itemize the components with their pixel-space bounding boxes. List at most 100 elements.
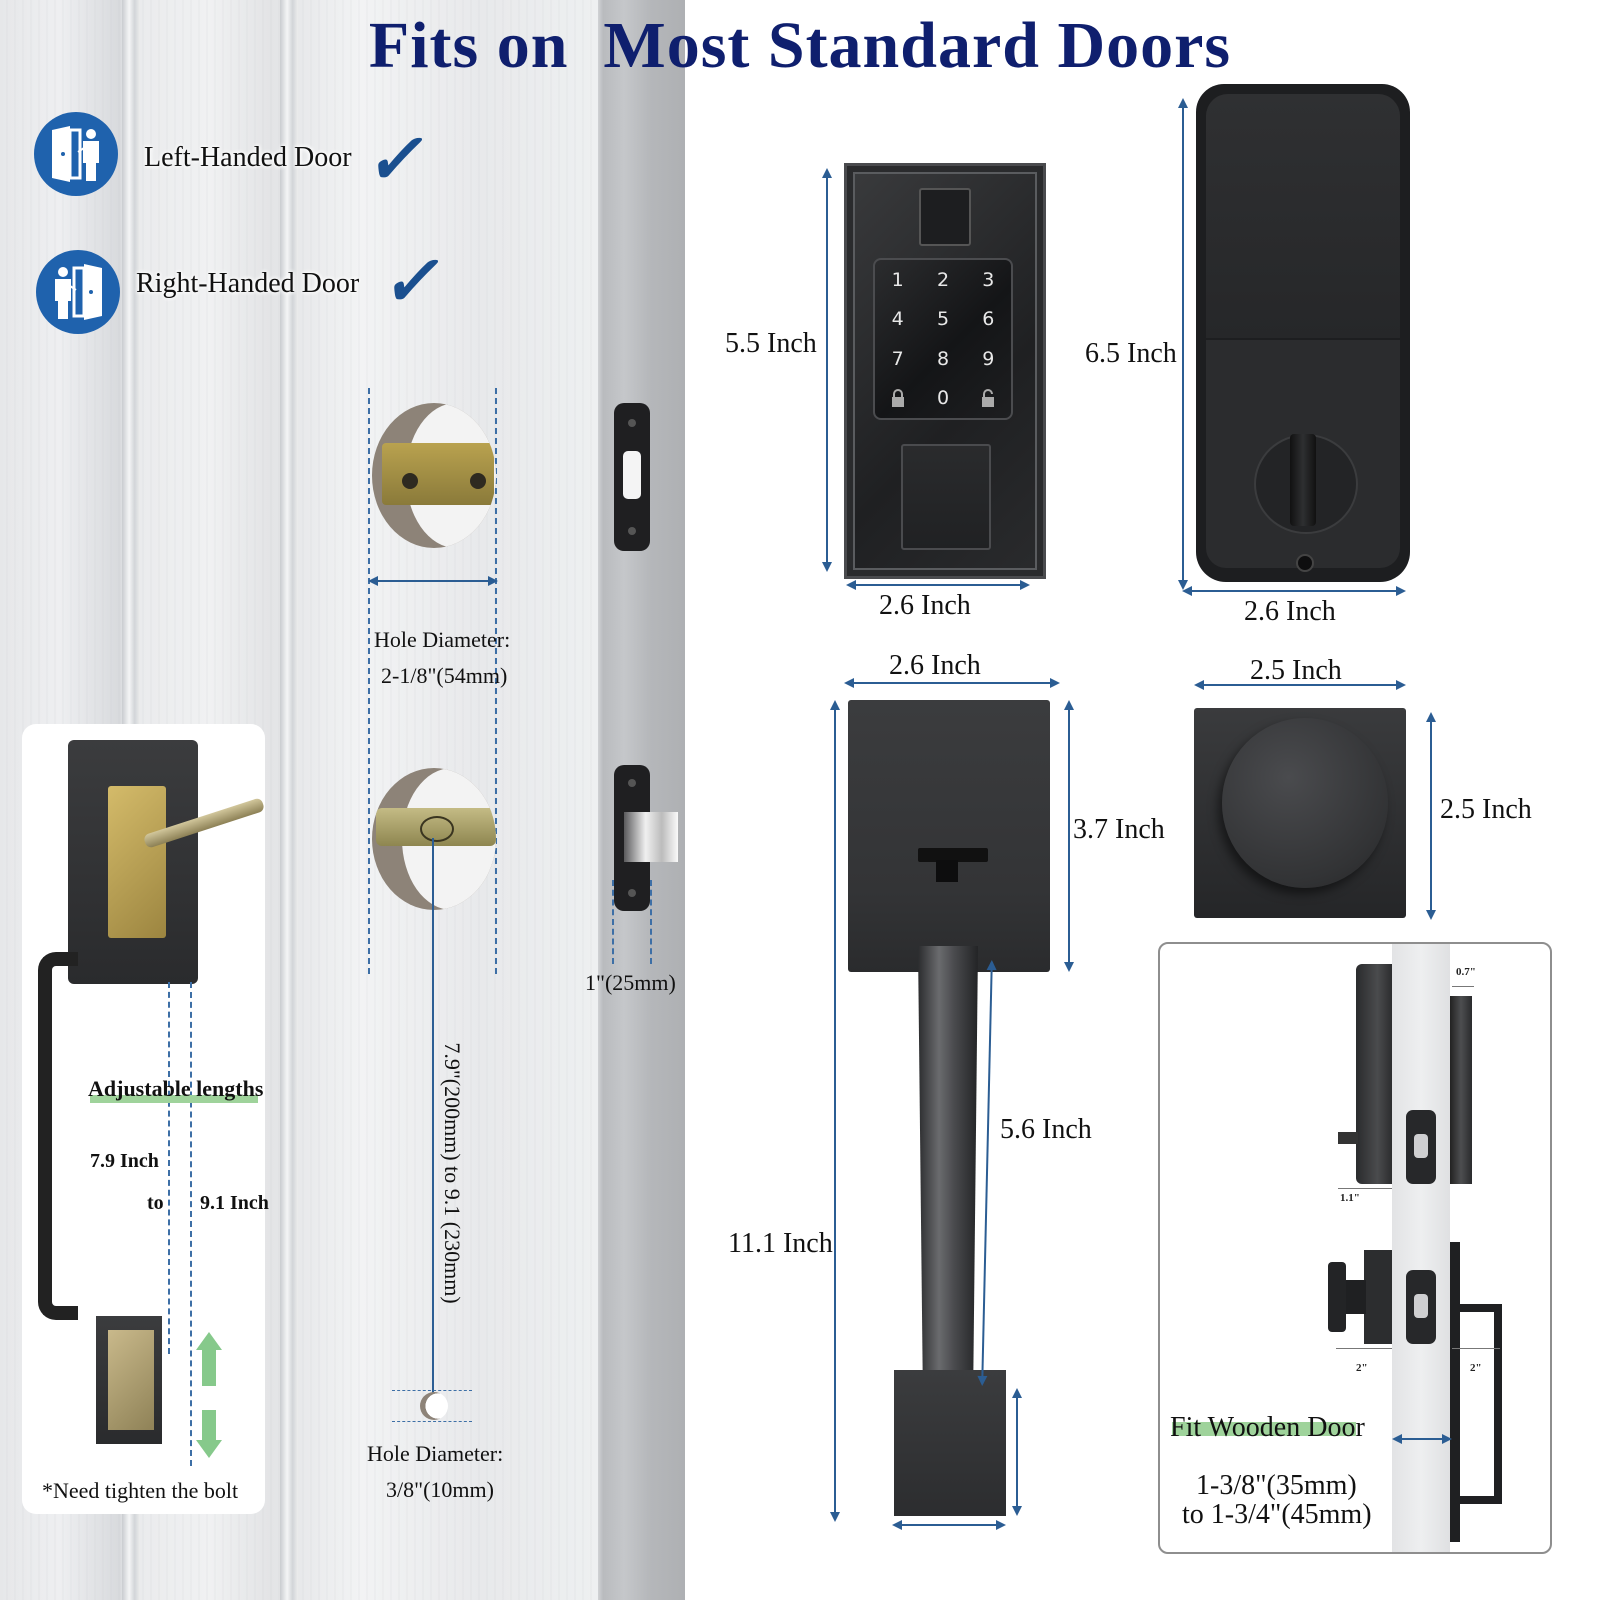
key-7[interactable]: 7 [891,347,904,370]
latch-bolt [624,812,678,862]
thumb-lever-stem [936,860,958,882]
handleset-total-height-label: 11.1 Inch [728,1228,833,1259]
length-to-label: to [147,1192,164,1214]
length-guide [168,982,170,1354]
key-3[interactable]: 3 [982,268,995,291]
key-1[interactable]: 1 [891,268,904,291]
keypad-width-label: 2.6 Inch [879,590,971,621]
key-9[interactable]: 9 [982,347,995,370]
key-6[interactable]: 6 [982,308,995,331]
keypad-deadbolt-exterior: 1 2 3 4 5 6 7 8 9 0 [844,163,1046,579]
small-hole-guide [392,1390,472,1391]
right-handed-door-icon [36,250,120,334]
lock-key-icon[interactable] [875,379,920,419]
key-5[interactable]: 5 [936,308,950,331]
interior-battery-unit [1196,84,1410,582]
knob-rosette-side [1364,1250,1392,1344]
knob-width-label: 2.5 Inch [1250,655,1342,686]
handle-depth-label: 2" [1470,1362,1482,1374]
touch-keypad: 1 2 3 4 5 6 7 8 9 0 [873,258,1013,420]
round-knob[interactable] [1222,718,1388,888]
interior-depth-label: 1.1" [1340,1192,1360,1204]
handle-depth-dimension [1452,1348,1500,1349]
interior-depth-dimension [1338,1188,1392,1189]
backset-dimension-line [428,838,438,1405]
length-guide [190,982,192,1466]
handleset-total-height-dimension [830,700,840,1522]
arrow-down-icon-head [196,1440,222,1458]
bottom-plate-width-dimension [892,1520,1006,1530]
battery-cover [901,444,991,550]
plate-height-dimension [1064,700,1074,972]
hole-guide-dashed-line [495,388,497,974]
deadbolt-strike-plate [614,403,650,551]
handleset-grip[interactable] [918,946,978,1386]
exterior-depth-dimension [1452,986,1474,987]
highlight-bar [90,1095,258,1103]
handle-grip [38,952,78,1320]
key-0[interactable]: 0 [936,387,950,410]
bottom-plate-height-dimension [1012,1388,1022,1516]
deadbolt-faceplate [1406,1110,1436,1184]
knob-height-dimension [1426,712,1436,920]
keypad-width-dimension [846,580,1030,590]
arrow-up-icon [202,1346,216,1386]
unlock-key-icon[interactable] [966,379,1011,419]
interior-height-dimension [1178,98,1188,590]
grip-length-dimension [981,962,993,1384]
main-hole-value: 2-1/8"(54mm) [381,663,508,688]
key-8[interactable]: 8 [936,347,950,370]
length-max-label: 9.1 Inch [200,1192,269,1214]
exterior-unit-side [1450,996,1472,1184]
highlight-bar [1172,1422,1356,1436]
door-cross-section [1392,944,1450,1552]
length-min-label: 7.9 Inch [90,1150,159,1172]
interior-height-label: 6.5 Inch [1085,338,1177,369]
knob-rosette [1194,708,1406,918]
arrow-up-icon-head [196,1332,222,1350]
handleset-width-dimension [844,678,1060,688]
screw-hole [1296,554,1314,572]
hole-guide-dashed-line [368,388,370,974]
interior-width-dimension [1182,586,1406,596]
bore-hole-latch [372,768,496,910]
thumb-lever[interactable] [918,848,988,862]
main-hole-label: Hole Diameter: [374,627,511,652]
adjustable-handle-card: Adjustable lengths 7.9 Inch to 9.1 Inch … [22,724,269,1514]
hole-diameter-dimension-line [368,576,498,586]
latch-faceplate [1406,1270,1436,1344]
door-thickness-dimension [1392,1434,1452,1444]
knob-depth-label: 2" [1356,1362,1368,1374]
small-hole [420,1392,448,1420]
bore-hole-deadbolt [372,403,496,548]
tighten-bolt-note: *Need tighten the bolt [42,1478,239,1503]
thumb-turn[interactable] [1290,434,1316,526]
knob-depth-dimension [1336,1348,1392,1349]
interior-unit-side [1356,964,1392,1184]
fit-wooden-door-label: Fit Wooden Door [1170,1412,1365,1443]
battery-compartment [1206,94,1400,338]
handleset-width-label: 2.6 Inch [889,650,981,681]
small-hole-value: 3/8"(10mm) [386,1477,494,1502]
handle-grip-side [1460,1304,1502,1504]
interior-cable [1338,1132,1358,1144]
arrow-down-icon [202,1410,216,1442]
side-view-card: 0.7" 1.1" 2" 2" Fit Wooden Door 1-3/8"(3… [1158,942,1552,1554]
key-4[interactable]: 4 [891,308,904,331]
handleset-top-plate [848,700,1050,972]
knob-width-dimension [1194,680,1406,690]
left-handed-door-icon [34,112,118,196]
keypad-height-dimension [822,168,832,572]
backset-range-label: 7.9"(200mm) to 9.1 (230mm) [440,1042,465,1304]
key-2[interactable]: 2 [936,268,950,291]
door-thickness-min: 1-3/8"(35mm) [1196,1470,1357,1501]
small-hole-label: Hole Diameter: [367,1441,504,1466]
page-title: Fits on Most Standard Doors [368,9,1232,82]
left-handed-door-label: Left-Handed Door [144,142,352,173]
door-panel-groove [280,0,298,1600]
bottom-bracket [108,1330,154,1430]
knob-side [1328,1262,1346,1332]
latch-mechanism [108,786,166,938]
handle-plate-side [1450,1242,1460,1542]
latch-width-guide [650,880,652,964]
